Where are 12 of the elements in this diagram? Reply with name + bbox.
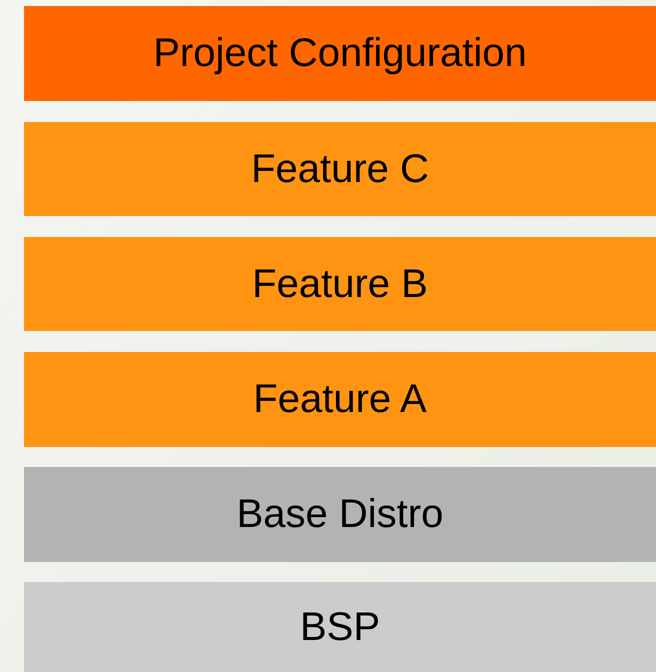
layer-bar — [24, 582, 656, 672]
layer-label: Feature C — [251, 146, 429, 192]
layer-bar — [24, 467, 656, 562]
layer-bar — [24, 237, 656, 331]
layer-bar — [24, 122, 656, 216]
layer-bar — [24, 6, 656, 101]
layer-bar — [24, 352, 656, 447]
layer-label: Base Distro — [236, 492, 444, 537]
layer-label: Feature B — [252, 262, 428, 306]
layer-label: BSP — [300, 604, 380, 650]
layer-label: Project Configuration — [153, 31, 527, 76]
layer-label: Feature A — [253, 377, 427, 422]
